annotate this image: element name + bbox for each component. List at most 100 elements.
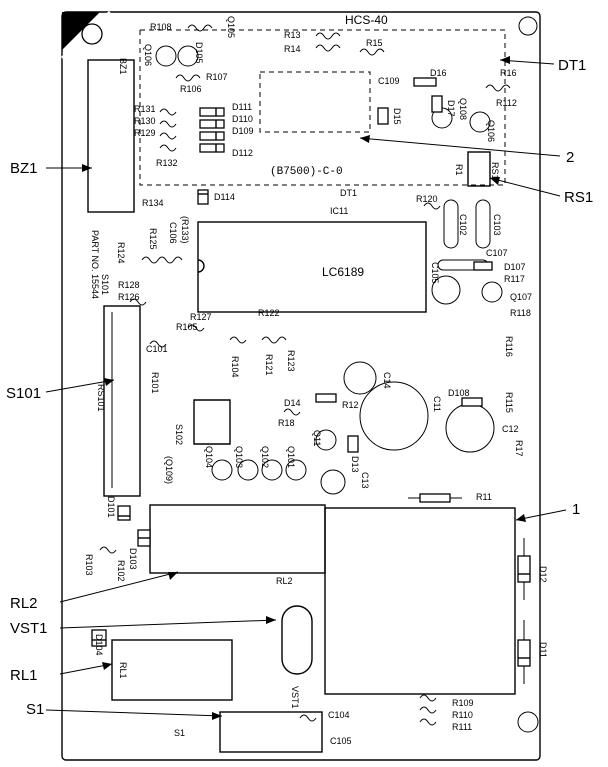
svg-text:R118: R118 <box>510 308 531 318</box>
svg-text:R13: R13 <box>284 30 301 40</box>
svg-text:R102: R102 <box>116 560 126 582</box>
svg-text:C104: C104 <box>328 710 350 720</box>
svg-text:Q106: Q106 <box>143 44 153 66</box>
callout-dt1: DT1 <box>558 57 586 74</box>
rl2-relay <box>149 504 326 574</box>
svg-text:Q104: Q104 <box>204 446 214 468</box>
svg-text:D15: D15 <box>392 108 402 125</box>
svg-text:Q103: Q103 <box>234 446 244 468</box>
svg-text:D16: D16 <box>430 68 447 78</box>
svg-text:R15: R15 <box>366 38 383 48</box>
svg-text:PART NO. 15544: PART NO. 15544 <box>90 230 100 299</box>
corner-hatch <box>60 10 112 60</box>
svg-text:C14: C14 <box>382 372 392 389</box>
svg-text:D112: D112 <box>232 148 253 158</box>
callout-bz1: BZ1 <box>10 160 38 177</box>
svg-text:R101: R101 <box>150 372 160 394</box>
callout-s1: S1 <box>26 701 44 718</box>
ic11-name: LC6189 <box>322 265 364 279</box>
svg-text:C105: C105 <box>330 736 352 746</box>
svg-text:R14: R14 <box>284 44 301 54</box>
svg-text:R129: R129 <box>134 128 156 138</box>
svg-text:RL2: RL2 <box>276 576 293 586</box>
module-dashed-boundary <box>139 29 506 186</box>
svg-text:D17: D17 <box>446 100 456 117</box>
callout-s101: S101 <box>6 385 41 402</box>
svg-text:R112: R112 <box>496 98 517 108</box>
svg-text:R17: R17 <box>514 440 524 457</box>
svg-text:R126: R126 <box>118 292 140 302</box>
d105-round <box>177 45 199 67</box>
svg-text:Q105: Q105 <box>226 16 236 38</box>
svg-text:D12: D12 <box>538 566 548 583</box>
resistors <box>99 24 511 726</box>
svg-text:DT1: DT1 <box>340 188 357 198</box>
svg-text:D109: D109 <box>232 126 254 136</box>
callout-rl1: RL1 <box>10 667 38 684</box>
svg-text:C13: C13 <box>360 472 370 489</box>
svg-text:D110: D110 <box>232 114 253 124</box>
svg-text:R116: R116 <box>504 336 514 357</box>
s1-switch <box>219 711 323 753</box>
svg-text:R105: R105 <box>176 322 198 332</box>
bz1-buzzer <box>87 59 135 213</box>
svg-text:R103: R103 <box>84 554 94 576</box>
svg-text:S102: S102 <box>174 424 184 445</box>
svg-text:R130: R130 <box>134 116 156 126</box>
svg-text:R11: R11 <box>476 492 492 502</box>
leader-lines <box>45 56 567 720</box>
svg-text:D111: D111 <box>232 102 252 112</box>
s102-switch <box>193 399 231 445</box>
transformer-block <box>324 507 516 695</box>
svg-text:R117: R117 <box>504 274 525 284</box>
callout-rl2: RL2 <box>10 595 38 612</box>
callout-rs1: RS1 <box>564 189 593 206</box>
svg-text:RS101: RS101 <box>96 384 106 412</box>
module-code-label: (B7500)-C-0 <box>270 166 343 178</box>
vst1-varistor <box>281 605 313 675</box>
svg-text:Q108: Q108 <box>458 98 468 120</box>
svg-text:Q107: Q107 <box>510 292 532 302</box>
svg-text:S101: S101 <box>100 274 110 295</box>
svg-text:C12: C12 <box>502 424 519 434</box>
svg-text:C101: C101 <box>146 344 168 354</box>
svg-text:R12: R12 <box>342 400 359 410</box>
svg-text:D107: D107 <box>504 262 526 272</box>
svg-text:D11: D11 <box>538 642 548 658</box>
svg-text:RL1: RL1 <box>118 662 128 679</box>
svg-text:D14: D14 <box>284 398 301 408</box>
transistor-row <box>211 459 307 481</box>
svg-text:C103: C103 <box>492 214 502 236</box>
silk-labels: R108 Q105 Q106 D105 R13 R14 R15 R16 C109… <box>84 16 548 746</box>
module-inner-dashed <box>259 71 371 133</box>
svg-text:D114: D114 <box>214 192 235 202</box>
q11-round <box>315 429 337 451</box>
svg-text:C107: C107 <box>486 248 508 258</box>
model-label: HCS-40 <box>345 13 388 27</box>
svg-text:R111: R111 <box>452 722 472 732</box>
bz1-silk: BZ1 <box>118 58 128 75</box>
rs1-block <box>467 151 491 187</box>
diodes <box>91 77 531 684</box>
svg-text:D105: D105 <box>194 42 204 64</box>
mounting-hole-top-right <box>518 16 538 36</box>
svg-text:R124: R124 <box>116 242 126 264</box>
svg-text:R115: R115 <box>504 392 514 413</box>
svg-text:R104: R104 <box>230 356 240 378</box>
callout-labels: DT1 BZ1 2 RS1 S101 1 RL2 VST1 RL1 S1 <box>6 57 593 718</box>
svg-text:R18: R18 <box>278 418 295 428</box>
svg-text:C102: C102 <box>458 214 468 236</box>
c14-capacitor <box>343 361 377 395</box>
c13-capacitor <box>320 469 346 495</box>
ic11-chip <box>197 221 427 313</box>
svg-text:R1: R1 <box>454 164 464 176</box>
svg-text:R108: R108 <box>150 22 172 32</box>
svg-text:D108: D108 <box>448 388 470 398</box>
svg-text:R16: R16 <box>500 68 517 78</box>
callout-vst1: VST1 <box>10 620 48 637</box>
svg-text:Q106: Q106 <box>486 120 496 142</box>
callout-2: 2 <box>566 149 574 166</box>
q106-round <box>155 45 177 67</box>
c105b-capacitor <box>431 275 461 305</box>
